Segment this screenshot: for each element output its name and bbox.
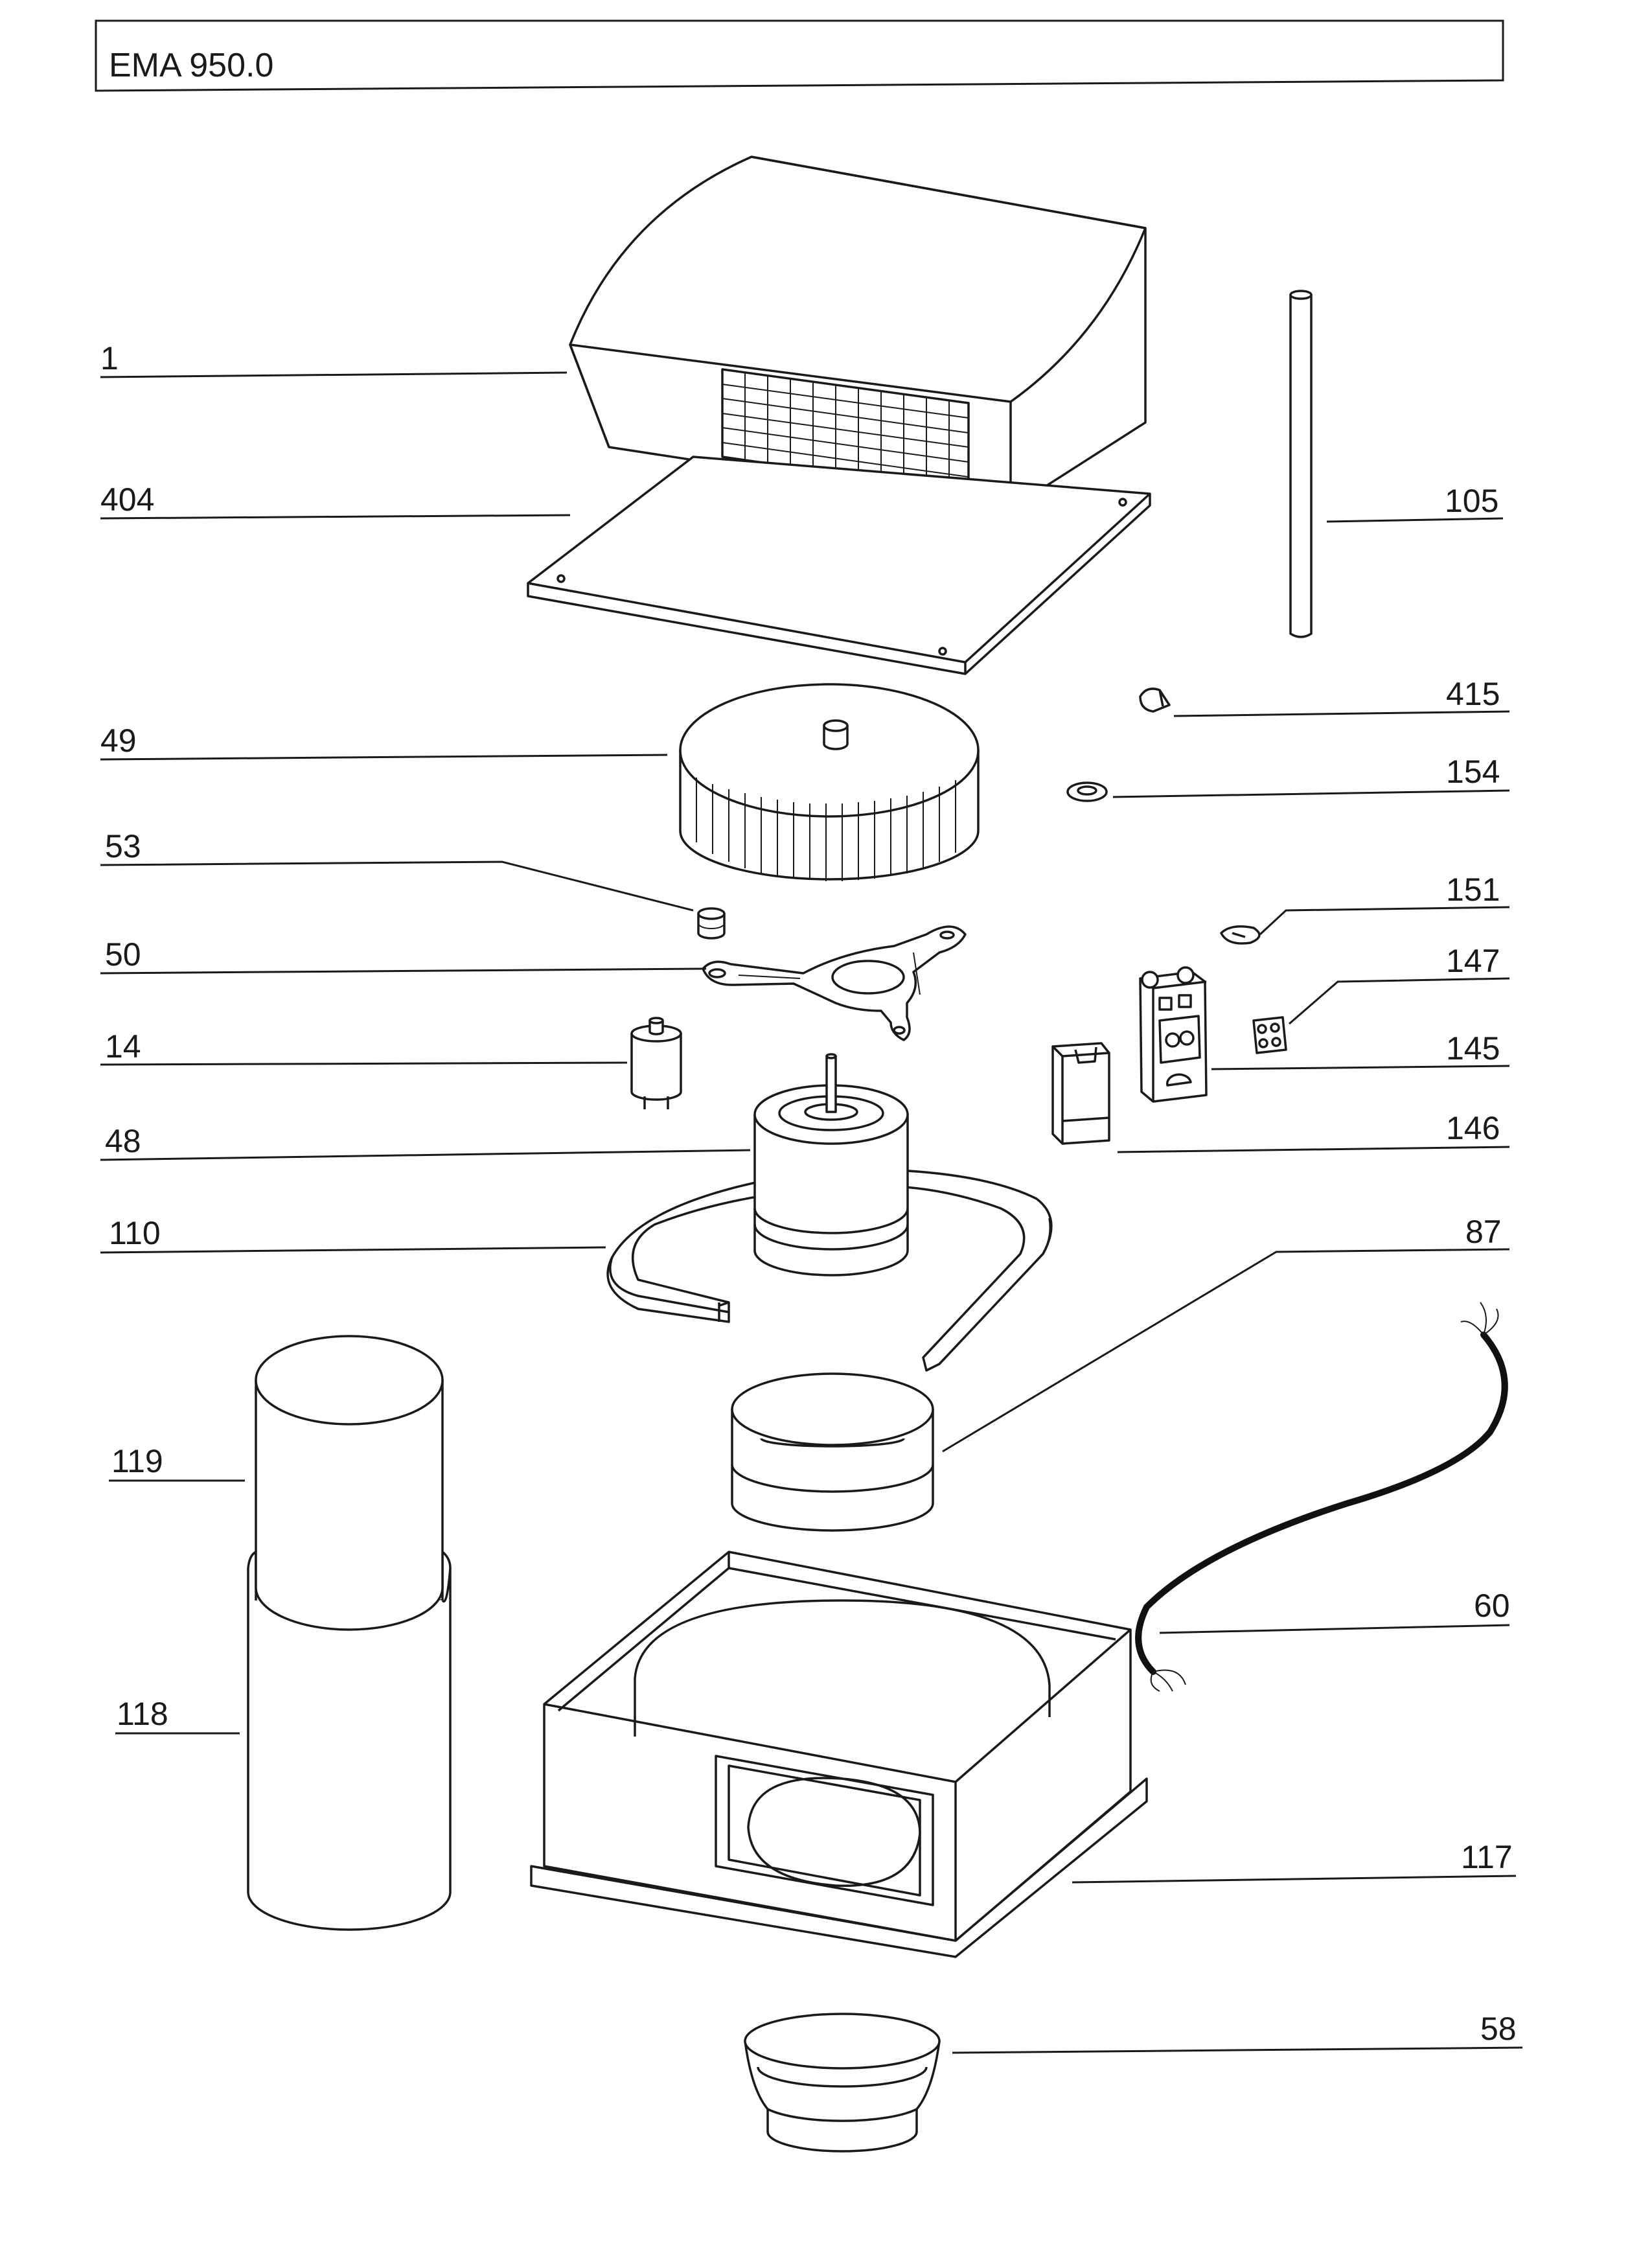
leader-1: 1	[100, 340, 568, 378]
part-label-50: 50	[105, 936, 141, 973]
part-145-switch-panel	[1139, 966, 1208, 1103]
part-label-53: 53	[105, 828, 141, 864]
leader-14: 14	[100, 1028, 628, 1066]
part-60-power-cable	[1135, 1302, 1508, 1692]
part-1-hood-housing	[569, 156, 1147, 510]
part-105-rod	[1289, 290, 1313, 638]
part-label-404: 404	[100, 481, 154, 518]
part-label-118: 118	[117, 1696, 168, 1732]
leader-49: 49	[100, 722, 668, 761]
leader-117: 117	[1072, 1839, 1517, 1884]
part-label-1: 1	[100, 340, 119, 376]
leader-58: 58	[952, 2011, 1523, 2054]
part-147-terminal-block	[1252, 1016, 1287, 1054]
part-49-impeller	[679, 683, 980, 881]
part-label-117: 117	[1461, 1839, 1513, 1875]
part-50-mounting-bracket	[702, 925, 967, 1041]
part-label-48: 48	[105, 1123, 141, 1159]
leader-87: 87	[942, 1214, 1510, 1453]
part-117-base-box	[530, 1551, 1148, 1958]
part-label-14: 14	[105, 1028, 141, 1065]
part-label-60: 60	[1474, 1588, 1510, 1624]
title-box: EMA 950.0	[95, 19, 1504, 92]
leader-50: 50	[100, 936, 707, 975]
part-label-146: 146	[1446, 1110, 1500, 1146]
leader-105: 105	[1326, 483, 1504, 523]
leader-154: 154	[1112, 754, 1510, 798]
part-label-49: 49	[100, 722, 137, 759]
part-label-145: 145	[1446, 1030, 1500, 1067]
part-53-spacer	[697, 907, 726, 940]
part-label-87: 87	[1465, 1214, 1502, 1250]
part-label-154: 154	[1446, 754, 1500, 790]
leader-415: 415	[1173, 676, 1510, 717]
diagram-title: EMA 950.0	[109, 47, 273, 84]
part-label-151: 151	[1446, 872, 1500, 908]
leader-147: 147	[1289, 943, 1510, 1025]
part-154-grommet	[1066, 781, 1108, 802]
part-label-119: 119	[111, 1443, 163, 1479]
part-58-bottom-collar	[744, 2013, 941, 2153]
leader-146: 146	[1117, 1110, 1510, 1153]
part-110-seal-ring	[606, 1168, 1053, 1372]
part-415-clip	[1139, 687, 1171, 713]
part-151-cable-clip	[1220, 925, 1261, 945]
leader-110: 110	[100, 1215, 606, 1254]
part-146-switch-cover	[1051, 1042, 1110, 1145]
leader-151: 151	[1259, 872, 1510, 936]
part-label-110: 110	[109, 1215, 161, 1251]
part-label-147: 147	[1446, 943, 1500, 979]
part-119-upper-chimney	[255, 1335, 444, 1602]
part-87-ring-connector	[731, 1372, 934, 1532]
part-label-415: 415	[1446, 676, 1500, 712]
leader-53: 53	[100, 828, 694, 912]
part-label-105: 105	[1445, 483, 1498, 519]
part-118-lower-chimney	[247, 1551, 452, 1931]
leader-145: 145	[1211, 1030, 1510, 1070]
leader-119: 119	[109, 1443, 245, 1482]
part-14-capacitor	[630, 1017, 682, 1109]
leader-118: 118	[115, 1696, 240, 1735]
part-label-58: 58	[1480, 2011, 1517, 2047]
leader-404: 404	[100, 481, 571, 520]
leader-60: 60	[1159, 1588, 1510, 1634]
part-48-motor	[753, 1053, 909, 1276]
part-404-base-plate	[527, 456, 1151, 675]
leader-48: 48	[100, 1123, 751, 1161]
